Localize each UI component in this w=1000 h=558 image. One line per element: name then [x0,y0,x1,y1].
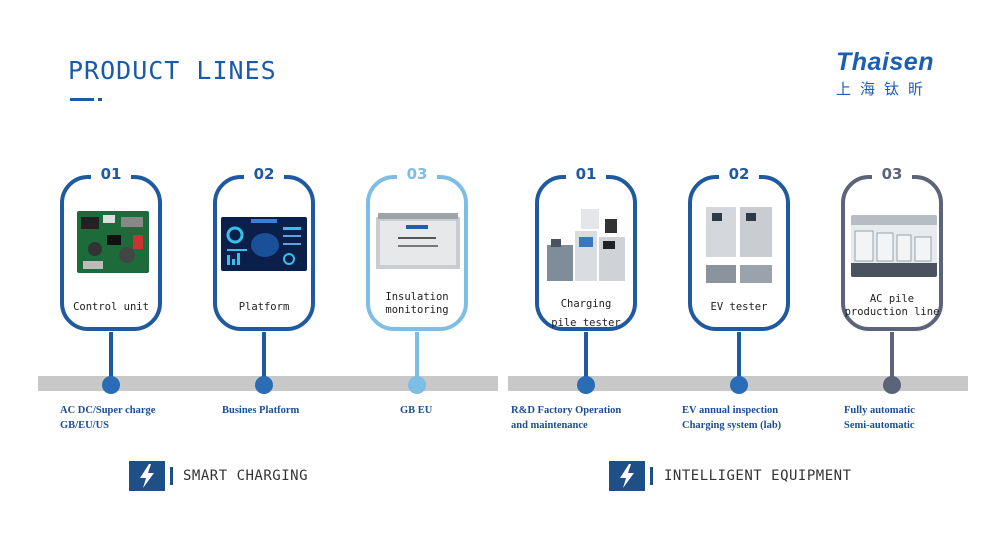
title-underline [70,98,94,101]
caption-line: R&D Factory Operation [511,405,622,416]
card-caption: EV annual inspection Charging system (la… [682,403,781,433]
card-label-line: Charging [560,298,612,310]
card-number: 02 [719,164,759,184]
card-number: 03 [872,164,912,184]
connector-stem [262,332,266,384]
timeline-node [408,376,426,394]
charging-pile-tester-image [543,209,631,283]
card-label-line: pile tester [551,317,621,329]
lightning-icon [609,461,645,491]
card-number: 01 [566,164,606,184]
section-divider [170,467,173,485]
card-label: Charging pile tester [531,295,641,333]
timeline-node [577,376,595,394]
card-label: Platform [238,301,290,313]
card-number: 03 [397,164,437,184]
connector-stem [109,332,113,384]
card-caption: Busines Platform [222,403,299,418]
caption-line: EV annual inspection [682,405,779,416]
timeline-node [730,376,748,394]
timeline-node [255,376,273,394]
caption-line: Charging system (lab) [682,420,782,431]
caption-line: and maintenance [511,420,588,431]
card-number: 02 [244,164,284,184]
product-card-ev-tester[interactable]: EV tester [688,175,790,331]
timeline-node [883,376,901,394]
connector-stem [737,332,741,384]
product-card-insulation-monitoring[interactable]: Insulation monitoring [366,175,468,331]
page-title: PRODUCT LINES [68,56,277,85]
product-card-ac-pile-production-line[interactable]: AC pile production line [841,175,943,331]
brand-logo-chinese: 上海钛昕 [836,80,933,98]
caption-line: Semi-automatic [844,420,915,431]
card-label: AC pile production line [837,293,947,319]
caption-line: GB/EU/US [60,420,110,431]
caption-line: Busines Platform [222,405,300,416]
control-unit-image [77,211,149,273]
product-card-control-unit[interactable]: Control unit [60,175,162,331]
ev-tester-image [702,205,778,287]
card-label-line: production line [844,306,940,318]
section-label-intelligent-equipment: INTELLIGENT EQUIPMENT [664,468,852,484]
section-label-smart-charging: SMART CHARGING [183,468,309,484]
caption-line: GB EU [400,405,433,416]
product-card-platform[interactable]: Platform [213,175,315,331]
card-caption: R&D Factory Operation and maintenance [511,403,621,433]
product-card-charging-pile-tester[interactable]: Charging pile tester [535,175,637,331]
title-underline-dot [98,98,102,101]
insulation-monitor-image [376,213,460,269]
card-label-line: Insulation [385,291,449,303]
card-caption: GB EU [400,403,432,418]
card-label: Insulation monitoring [362,291,472,317]
production-line-image [851,215,937,277]
card-caption: AC DC/Super charge GB/EU/US [60,403,155,433]
card-label: Control unit [73,301,149,313]
connector-stem [890,332,894,384]
lightning-icon [129,461,165,491]
connector-stem [584,332,588,384]
card-label-line: monitoring [385,304,449,316]
card-number: 01 [91,164,131,184]
card-caption: Fully automatic Semi-automatic [844,403,915,433]
platform-dashboard-image [221,217,307,271]
timeline-node [102,376,120,394]
connector-stem [415,332,419,384]
caption-line: AC DC/Super charge [60,405,156,416]
card-label-line: AC pile [869,293,915,305]
caption-line: Fully automatic [844,405,915,416]
section-divider [650,467,653,485]
card-label: EV tester [710,301,768,313]
brand-logo-text: Thaisen [836,48,934,76]
